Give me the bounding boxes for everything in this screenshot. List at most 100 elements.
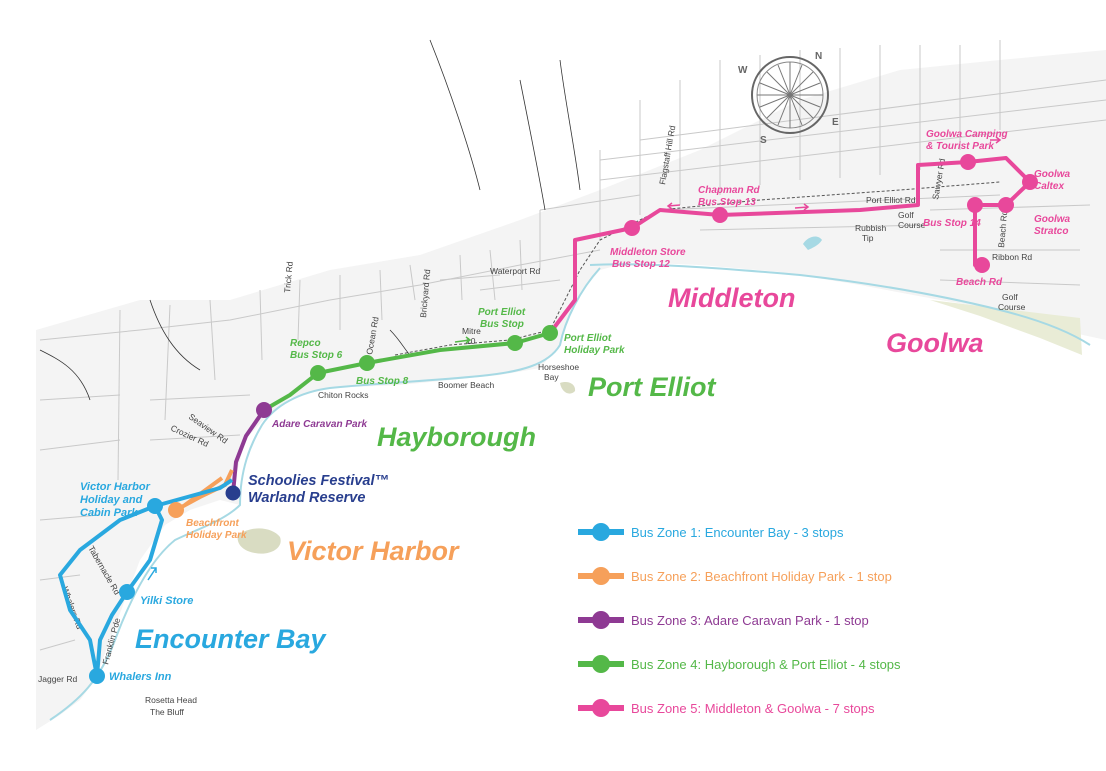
compass-s: S xyxy=(760,135,767,146)
place-chiton: Chiton Rocks xyxy=(318,390,369,400)
label-pe-holiday-1: Port Elliot xyxy=(564,333,612,344)
label-repco-2: Bus Stop 6 xyxy=(290,350,343,361)
legend-zone2: Bus Zone 2: Beachfront Holiday Park - 1 … xyxy=(578,554,978,598)
zone4-stops xyxy=(310,325,558,381)
stop-bus-stop-14[interactable] xyxy=(967,197,983,213)
route-arrows xyxy=(147,136,1002,581)
label-repco-1: Repco xyxy=(290,338,321,349)
stop-goolwa-camping[interactable] xyxy=(960,154,976,170)
stop-pe-holiday[interactable] xyxy=(542,325,558,341)
label-middleton-store-1: Middleton Store xyxy=(610,247,686,258)
road-waterport: Waterport Rd xyxy=(490,266,541,276)
compass-n: N xyxy=(815,51,822,62)
land-area xyxy=(36,50,1106,730)
stop-pe-bus-stop[interactable] xyxy=(507,335,523,351)
compass-e: E xyxy=(832,117,839,128)
road-jagger: Jagger Rd xyxy=(38,674,77,684)
horseshoe-islet xyxy=(560,381,576,394)
label-bus-stop-8: Bus Stop 8 xyxy=(356,376,409,387)
legend-zone1-swatch xyxy=(578,523,624,541)
stop-beachfront[interactable] xyxy=(168,502,184,518)
legend-zone3-swatch xyxy=(578,611,624,629)
town-victor-harbor: Victor Harbor xyxy=(287,536,460,566)
stop-bus-stop-8[interactable] xyxy=(359,355,375,371)
place-labels: Rosetta Head The Bluff Chiton Rocks Boom… xyxy=(145,210,1026,717)
compass-w: W xyxy=(738,65,748,76)
road-beach: Beach Rd xyxy=(996,210,1009,248)
place-rosetta-2: The Bluff xyxy=(150,707,185,717)
label-chapman-2: Bus Stop 13 xyxy=(698,197,756,208)
place-boomer: Boomer Beach xyxy=(438,380,494,390)
label-whalers-inn: Whalers Inn xyxy=(109,671,172,683)
place-rubbish-2: Tip xyxy=(862,233,874,243)
zone1-stops xyxy=(89,498,163,684)
label-beachfront-1: Beachfront xyxy=(186,518,239,529)
zone5-route xyxy=(548,156,1032,335)
legend-zone4-swatch xyxy=(578,655,624,673)
place-horseshoe-1: Horseshoe xyxy=(538,362,579,372)
legend-zone1: Bus Zone 1: Encounter Bay - 3 stops xyxy=(578,510,978,554)
coastline xyxy=(589,263,1091,346)
stop-yilki-store[interactable] xyxy=(119,584,135,600)
road-brickyard: Brickyard Rd xyxy=(418,269,432,319)
label-chapman-1: Chapman Rd xyxy=(698,185,761,196)
label-beach-rd: Beach Rd xyxy=(956,277,1003,288)
place-horseshoe-2: Bay xyxy=(544,372,559,382)
goolwa-dunes xyxy=(930,300,1082,355)
label-pe-holiday-2: Holiday Park xyxy=(564,345,625,356)
stop-whalers-inn[interactable] xyxy=(89,668,105,684)
stop-schoolies[interactable] xyxy=(225,485,241,501)
stop-beach-rd[interactable] xyxy=(974,257,990,273)
railway xyxy=(394,181,1001,356)
stop-vh-holiday-park[interactable] xyxy=(147,498,163,514)
label-camping-1: Goolwa Camping xyxy=(926,129,1008,140)
road-trick: Trick Rd xyxy=(282,261,295,293)
label-yilki: Yilki Store xyxy=(140,595,193,607)
granite-island xyxy=(237,528,281,554)
zone3-route xyxy=(231,408,266,494)
legend-zone2-label: Bus Zone 2: Beachfront Holiday Park - 1 … xyxy=(631,568,892,584)
place-golf2-2: Course xyxy=(998,302,1026,312)
label-beachfront-2: Holiday Park xyxy=(186,530,247,541)
label-caltex-2: Caltex xyxy=(1034,181,1064,192)
lake xyxy=(803,236,822,250)
label-camping-2: & Tourist Park xyxy=(926,141,994,152)
legend-zone2-swatch xyxy=(578,567,624,585)
label-stratco-2: Stratco xyxy=(1034,226,1068,237)
label-schoolies-1: Schoolies Festival™ xyxy=(248,473,389,489)
place-golf-2: Course xyxy=(898,220,926,230)
label-middleton-store-2: Bus Stop 12 xyxy=(612,259,670,270)
label-caltex-1: Goolwa xyxy=(1034,169,1071,180)
place-mitre-1: Mitre xyxy=(462,326,481,336)
place-rosetta-1: Rosetta Head xyxy=(145,695,197,705)
stop-repco[interactable] xyxy=(310,365,326,381)
place-golf2-1: Golf xyxy=(1002,292,1018,302)
legend-zone3: Bus Zone 3: Adare Caravan Park - 1 stop xyxy=(578,598,978,642)
legend-zone1-label: Bus Zone 1: Encounter Bay - 3 stops xyxy=(631,524,844,540)
label-pe-bus-1: Port Elliot xyxy=(478,307,526,318)
place-mitre-2: 10 xyxy=(466,336,476,346)
legend: Bus Zone 1: Encounter Bay - 3 stops Bus … xyxy=(578,510,978,730)
town-port-elliot: Port Elliot xyxy=(588,372,717,402)
stop-chapman[interactable] xyxy=(712,207,728,223)
town-labels: Encounter Bay Victor Harbor Hayborough P… xyxy=(135,283,984,654)
label-adare: Adare Caravan Park xyxy=(271,419,367,430)
town-hayborough: Hayborough xyxy=(377,422,536,452)
label-vh-holiday-1: Victor Harbor xyxy=(80,481,151,493)
town-middleton: Middleton xyxy=(668,283,795,313)
stop-adare[interactable] xyxy=(256,402,272,418)
label-schoolies-2: Warland Reserve xyxy=(248,490,365,506)
stop-middleton-store[interactable] xyxy=(624,220,640,236)
legend-zone3-label: Bus Zone 3: Adare Caravan Park - 1 stop xyxy=(631,612,869,628)
stop-goolwa-stratco[interactable] xyxy=(998,197,1014,213)
legend-zone4-label: Bus Zone 4: Hayborough & Port Elliot - 4… xyxy=(631,656,901,672)
stop-goolwa-caltex[interactable] xyxy=(1022,174,1038,190)
legend-zone5-swatch xyxy=(578,699,624,717)
label-bus-stop-14: Bus Stop 14 xyxy=(923,218,981,229)
label-vh-holiday-3: Cabin Park xyxy=(80,507,138,519)
place-rubbish-1: Rubbish xyxy=(855,223,886,233)
place-golf-1: Golf xyxy=(898,210,914,220)
label-vh-holiday-2: Holiday and xyxy=(80,494,143,506)
road-ribbon: Ribbon Rd xyxy=(992,252,1032,262)
